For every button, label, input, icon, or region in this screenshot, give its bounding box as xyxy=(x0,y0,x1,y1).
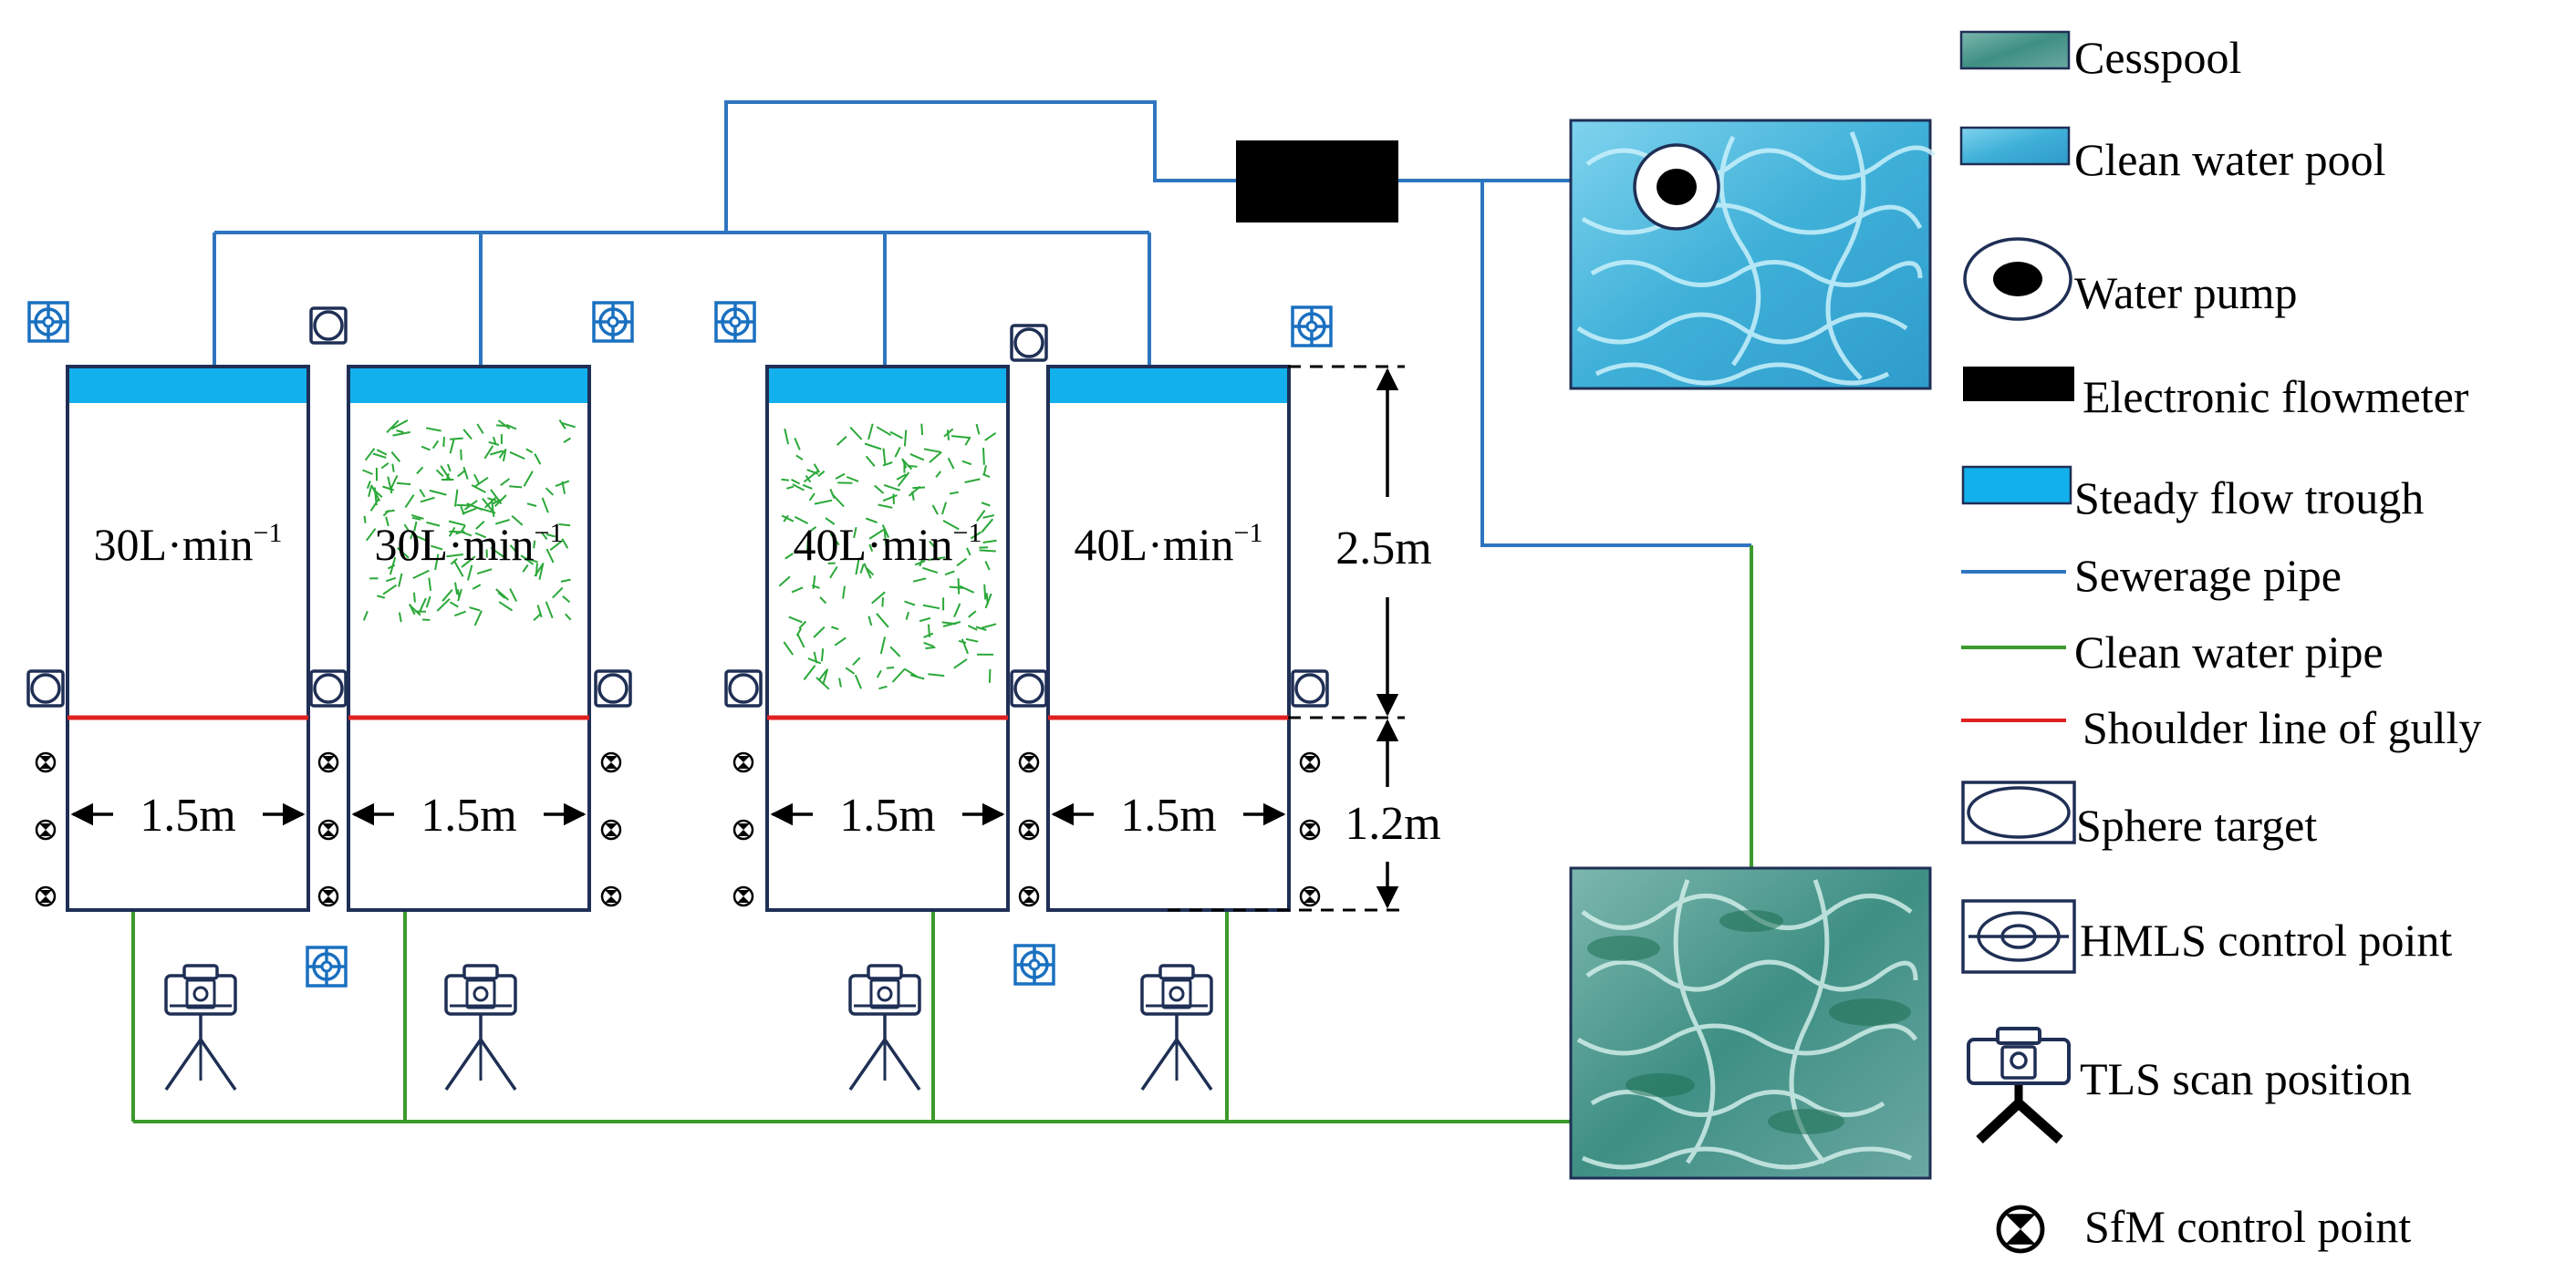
cesspool xyxy=(1571,868,1930,1178)
water-pump-in-pool xyxy=(1635,145,1719,229)
sphere-target-icon xyxy=(311,308,346,343)
flow-rate-exponent: −1 xyxy=(535,518,564,548)
tls-scan-position-icon xyxy=(446,966,515,1090)
legend-steady-flow-trough: Steady flow trough xyxy=(1963,467,2424,523)
hmls-control-point-icon xyxy=(307,947,346,986)
legend-label: Clean water pool xyxy=(2074,134,2386,185)
sfm-control-point-icon xyxy=(734,753,753,771)
sphere-target-icon xyxy=(311,671,346,706)
plot-group: 30L·min−11.5m30L·min−11.5m40L·min−11.5m4… xyxy=(68,367,1289,910)
flow-rate-value: 40L·min xyxy=(1075,519,1234,570)
legend-clean-water-pipe: Clean water pipe xyxy=(1961,626,2384,678)
sfm-control-point-icon xyxy=(602,887,620,905)
tls-scan-position-icon xyxy=(850,966,919,1090)
legend-clean-water-pool: Clean water pool xyxy=(1961,128,2386,185)
flow-rate-exponent: −1 xyxy=(254,518,283,548)
sphere-target-icon xyxy=(726,671,761,706)
sphere-target-icon xyxy=(28,671,63,706)
upper-height-label: 2.5m xyxy=(1335,523,1431,574)
sfm-control-point-icon xyxy=(319,887,338,905)
sfm-control-point-icon xyxy=(319,753,338,771)
plot-width-label: 1.5m xyxy=(140,790,235,842)
plot-1: 30L·min−1 1.5m xyxy=(68,367,308,910)
legend-label: SfM control point xyxy=(2084,1201,2411,1252)
cesspool-swatch xyxy=(1961,32,2069,68)
legend-label: Cesspool xyxy=(2074,32,2241,83)
plot-width-label: 1.5m xyxy=(839,790,935,842)
clean-water-pool-swatch xyxy=(1961,128,2069,164)
electronic-flowmeter xyxy=(1236,140,1398,222)
steady-flow-trough xyxy=(1050,368,1287,403)
legend-label: Steady flow trough xyxy=(2074,472,2424,523)
sfm-control-point-icon xyxy=(36,887,55,905)
flow-rate-value: 30L·min xyxy=(375,519,535,570)
flow-rate-value: 30L·min xyxy=(94,519,254,570)
flow-rate-exponent: −1 xyxy=(1234,518,1263,548)
legend-water-pump: Water pump xyxy=(1965,239,2298,319)
plot-2: 30L·min−1 1.5m xyxy=(348,367,589,910)
hmls-control-point-icon xyxy=(594,303,632,341)
tls-scan-position-icon xyxy=(1142,966,1211,1090)
lower-height-label: 1.2m xyxy=(1345,798,1440,850)
plot-width-label: 1.5m xyxy=(1120,790,1216,842)
sfm-control-point-icon xyxy=(602,753,620,771)
legend-sewerage-pipe: Sewerage pipe xyxy=(1961,550,2342,601)
hmls-control-point-icon xyxy=(716,303,754,341)
hmls-control-point-icon xyxy=(1293,307,1331,346)
steady-flow-trough xyxy=(769,368,1006,403)
plot-4: 40L·min−1 1.5m xyxy=(1048,367,1289,910)
sfm-control-point-icon xyxy=(1020,753,1038,771)
flow-rate-value: 40L·min xyxy=(794,519,953,570)
sfm-control-point-icon xyxy=(1301,753,1319,771)
sfm-control-point-icon xyxy=(1999,1207,2042,1251)
legend-label: TLS scan position xyxy=(2080,1053,2412,1104)
steady-flow-trough xyxy=(69,368,306,403)
clean-water-pool xyxy=(1571,120,1934,388)
flowmeter-swatch xyxy=(1963,367,2074,401)
legend-label: Shoulder line of gully xyxy=(2083,702,2481,753)
tls-scan-position-icon xyxy=(1968,1029,2069,1140)
sphere-target-icon xyxy=(1012,326,1046,360)
legend-cesspool: Cesspool xyxy=(1961,32,2241,83)
sfm-control-point-icon xyxy=(319,821,338,839)
plot-width-label: 1.5m xyxy=(421,790,516,842)
sphere-target-icon xyxy=(1012,671,1046,706)
tls-scan-position-icon xyxy=(166,966,235,1090)
plot-3: 40L·min−1 1.5m xyxy=(767,367,1008,910)
legend-electronic-flowmeter: Electronic flowmeter xyxy=(1963,367,2469,422)
sfm-control-point-icon xyxy=(1020,821,1038,839)
sfm-control-point-icon xyxy=(36,753,55,771)
sfm-control-point-icon xyxy=(36,821,55,839)
legend-label: Electronic flowmeter xyxy=(2083,371,2469,422)
legend-sfm-control-point: SfM control point xyxy=(1999,1201,2411,1252)
sfm-control-point-icon xyxy=(1020,887,1038,905)
hmls-control-point-icon xyxy=(1015,946,1054,984)
legend-tls-scan-position: TLS scan position xyxy=(1968,1029,2412,1140)
flow-rate-exponent: −1 xyxy=(953,518,982,548)
sfm-control-point-icon xyxy=(1301,821,1319,839)
legend-label: Clean water pipe xyxy=(2074,626,2384,678)
sphere-target-icon xyxy=(596,671,630,706)
sfm-control-point-icon xyxy=(1301,887,1319,905)
legend-label: Water pump xyxy=(2074,267,2298,318)
legend-label: Sphere target xyxy=(2076,800,2317,851)
legend-hmls-control-point: HMLS control point xyxy=(1963,901,2452,972)
steady-flow-trough xyxy=(350,368,587,403)
legend-label: HMLS control point xyxy=(2080,915,2452,966)
sfm-control-point-icon xyxy=(602,821,620,839)
legend-sphere-target: Sphere target xyxy=(1963,782,2317,851)
legend-label: Sewerage pipe xyxy=(2074,550,2342,601)
sphere-target-icon xyxy=(1963,782,2074,843)
sfm-control-point-icon xyxy=(734,887,753,905)
legend-shoulder-line: Shoulder line of gully xyxy=(1961,702,2481,753)
hmls-control-point-icon xyxy=(29,303,68,341)
sfm-control-point-icon xyxy=(734,821,753,839)
legend: Cesspool Clean water pool Water pump Ele… xyxy=(1961,32,2481,1252)
sphere-target-icon xyxy=(1293,671,1327,706)
trough-swatch xyxy=(1963,467,2071,503)
